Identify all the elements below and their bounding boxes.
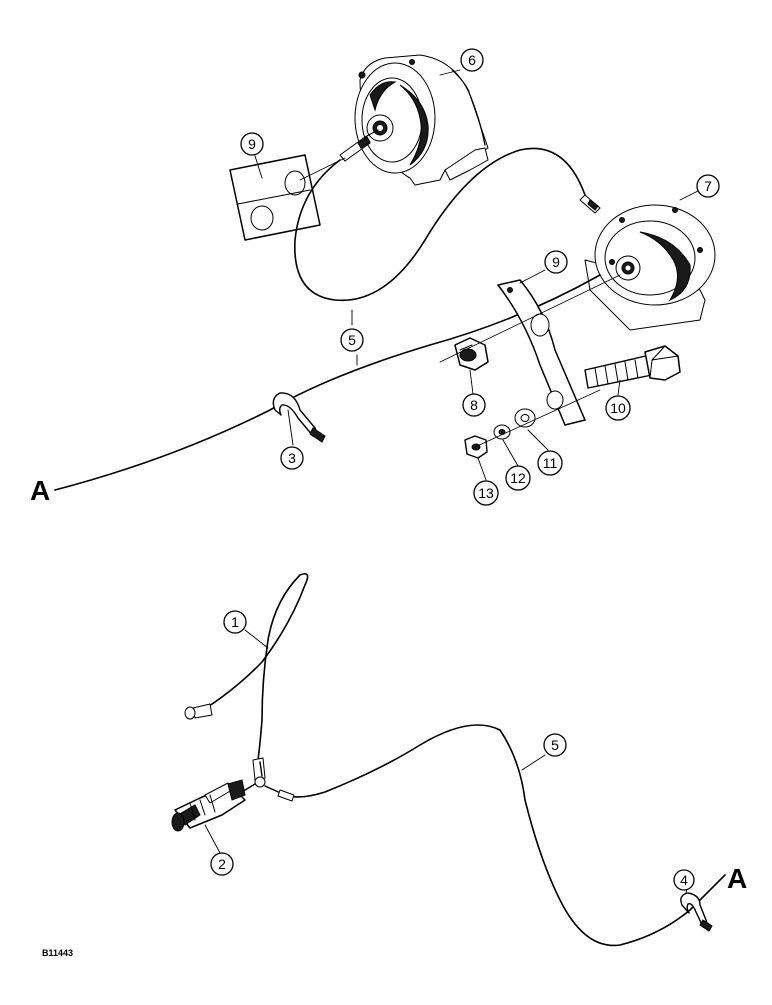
assembly-centerlines [439, 274, 621, 448]
connector-label-a-upper: A [30, 475, 50, 506]
wire-5-upper-lead [54, 274, 601, 491]
svg-text:3: 3 [288, 450, 296, 466]
clip-4 [680, 892, 713, 932]
svg-text:4: 4 [680, 872, 688, 888]
svg-text:9: 9 [552, 254, 560, 270]
horn-6 [354, 54, 489, 186]
wire-1-ring-terminal [184, 703, 213, 720]
nut-8 [454, 337, 489, 371]
svg-text:8: 8 [470, 397, 478, 413]
wire-5-upper-link [294, 147, 586, 302]
figure-id: B11443 [42, 948, 73, 958]
svg-text:12: 12 [510, 470, 526, 486]
wire-5-lower [284, 724, 726, 947]
wire-5-lower-sleeve [277, 789, 295, 802]
callout-3: 3 [280, 446, 304, 470]
svg-text:13: 13 [478, 485, 494, 501]
callout-12: 12 [505, 465, 531, 491]
connector-label-a-lower: A [727, 863, 747, 894]
svg-text:5: 5 [551, 737, 559, 753]
svg-text:1: 1 [231, 614, 239, 630]
svg-text:10: 10 [610, 400, 626, 416]
callout-11: 11 [537, 450, 563, 476]
callout-7: 7 [696, 174, 720, 198]
callout-8: 8 [462, 393, 486, 417]
bracket-9-left [229, 154, 321, 241]
nut-13 [464, 435, 488, 459]
callout-1: 1 [223, 610, 247, 634]
svg-text:5: 5 [348, 332, 356, 348]
svg-text:11: 11 [543, 455, 558, 471]
wire-1 [199, 572, 309, 761]
clip-3 [272, 392, 326, 443]
callout-6: 6 [460, 48, 484, 72]
horn-7-terminal [579, 194, 601, 214]
callout-13: 13 [473, 480, 499, 506]
callout-4: 4 [673, 869, 695, 891]
callout-9-right: 9 [544, 250, 568, 274]
callout-9-left: 9 [240, 132, 264, 156]
svg-text:7: 7 [704, 178, 712, 194]
bolt-10 [584, 345, 681, 389]
bracket-9-right [497, 279, 586, 426]
svg-text:2: 2 [218, 856, 226, 872]
callout-2: 2 [210, 852, 234, 876]
horn-7 [584, 204, 716, 331]
washer-11 [514, 408, 536, 428]
svg-text:6: 6 [468, 52, 476, 68]
callout-5-lower: 5 [543, 733, 567, 757]
washer-12 [493, 424, 511, 440]
switch-2 [171, 779, 246, 832]
svg-text:9: 9 [248, 136, 256, 152]
callout-10: 10 [605, 395, 631, 421]
callout-5-upper: 5 [340, 328, 364, 352]
